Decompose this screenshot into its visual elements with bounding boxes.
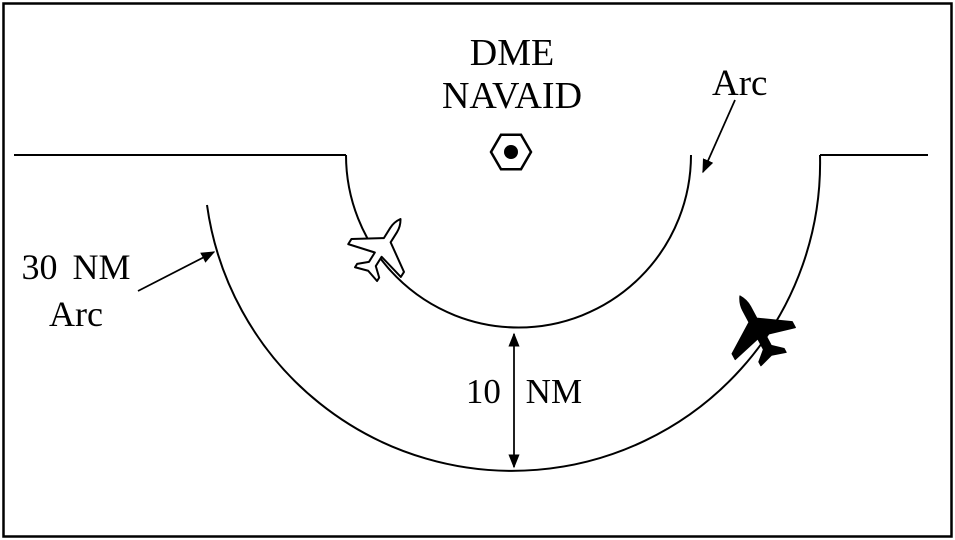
ten-nm-label: 10 NM (465, 372, 583, 411)
dme-navaid-label-line2: NAVAID (441, 75, 583, 117)
navaid-center-dot (504, 145, 518, 159)
airplane-outline-shape (347, 218, 405, 283)
airplane-silhouette-shape (731, 295, 796, 367)
outer-arc-30nm (206, 154, 822, 472)
dme-navaid-icon (489, 133, 533, 171)
airplane-silhouette-icon (731, 295, 796, 367)
inner-arc-10nm (345, 154, 692, 329)
thirty-nm-arc-label: 30 NM Arc (0, 244, 152, 338)
thirty-nm-arc-label-line1: 30 NM (21, 247, 131, 287)
arc-pointer-arrow (702, 99, 736, 174)
dme-navaid-label-line1: DME (469, 32, 555, 74)
arc-label: Arc (712, 63, 768, 104)
thirty-nm-arc-label-line2: Arc (49, 294, 103, 334)
dme-navaid-label: DME NAVAID (372, 32, 652, 118)
airplane-outline-icon (347, 218, 405, 283)
thirty-nm-pointer-arrow (137, 251, 216, 292)
